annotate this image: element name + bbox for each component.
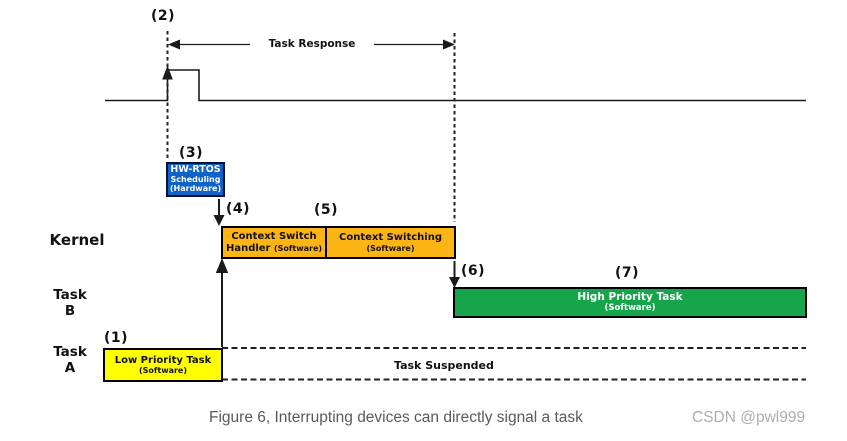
hw-rtos-scheduling-box: HW-RTOS Scheduling (Hardware) <box>166 162 225 197</box>
step-label-4: (4) <box>226 201 251 217</box>
context-switching-box: Context Switching (Software) <box>327 228 454 257</box>
interrupt-signal-pulse-line <box>105 69 806 102</box>
kernel-context-bar: Context Switch Handler (Software) Contex… <box>221 226 456 259</box>
step-label-5: (5) <box>314 202 339 218</box>
context-switching-line1: Context Switching <box>338 232 442 244</box>
step-label-2: (2) <box>151 8 176 24</box>
task-suspended-label: Task Suspended <box>394 359 494 372</box>
figure-caption: Figure 6, Interrupting devices can direc… <box>209 409 583 426</box>
kernel-row-label: Kernel <box>49 231 105 249</box>
csdn-watermark: CSDN @pwl999 <box>692 409 806 426</box>
task-response-arrowhead-right <box>443 39 455 50</box>
context-switch-handler-line2: Handler (Software) <box>225 242 323 254</box>
high-priority-task-box: High Priority Task (Software) <box>453 287 807 318</box>
hw-rtos-title: HW-RTOS <box>170 164 221 176</box>
hw-rtos-line2: Scheduling <box>170 174 221 184</box>
taska-to-kernel-arrowhead <box>215 258 229 273</box>
high-priority-task-line1: High Priority Task <box>577 291 683 304</box>
step-label-3: (3) <box>179 145 204 161</box>
step-label-7: (7) <box>615 265 640 281</box>
context-switch-handler-box: Context Switch Handler (Software) <box>223 228 327 257</box>
step-label-1: (1) <box>104 330 129 346</box>
task-response-arrowhead-left <box>168 39 180 50</box>
kernel-to-taskb-arrowhead <box>449 277 460 288</box>
hw-rtos-line3: (Hardware) <box>169 183 222 193</box>
schedule-to-kernel-arrowhead <box>213 215 225 226</box>
high-priority-task-line2: (Software) <box>604 302 656 313</box>
low-priority-task-line2: (Software) <box>138 366 188 376</box>
task-response-label: Task Response <box>250 37 374 51</box>
low-priority-task-line1: Low Priority Task <box>114 354 212 366</box>
context-switch-handler-line1: Context Switch <box>231 231 317 242</box>
low-priority-task-box: Low Priority Task (Software) <box>103 348 223 382</box>
step-label-6: (6) <box>461 263 486 279</box>
context-switching-line2: (Software) <box>366 243 415 253</box>
